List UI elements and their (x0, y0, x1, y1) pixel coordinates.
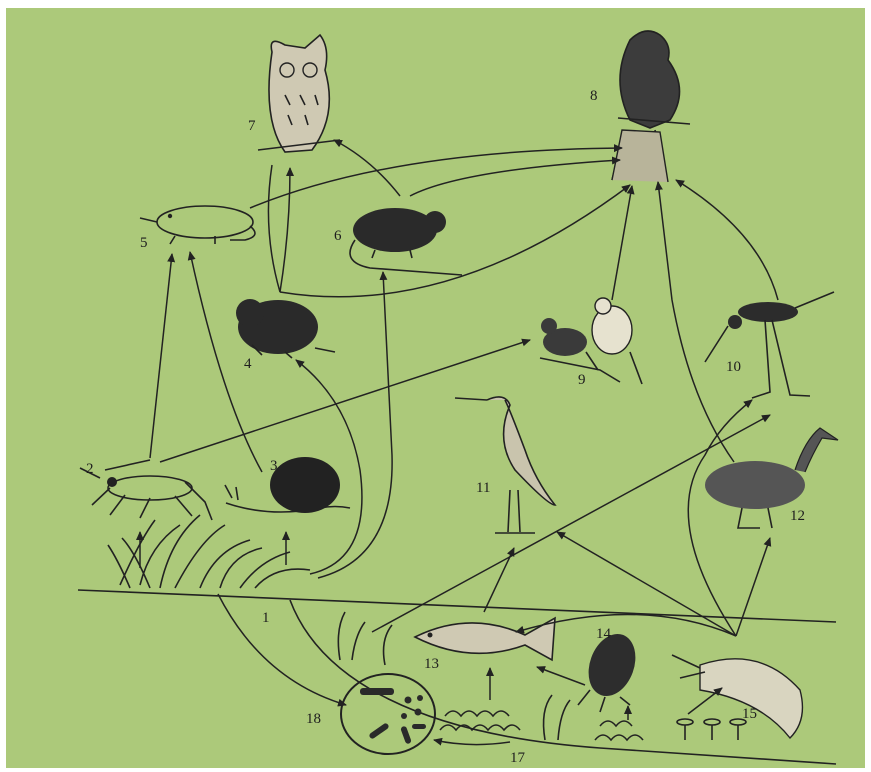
shrew-icon (140, 206, 255, 244)
arrow-12-to-8 (658, 182, 734, 462)
arrow-2-to-9 (160, 340, 530, 462)
label-15: 15 (742, 706, 757, 722)
label-2: 2 (86, 461, 94, 477)
snail-icon (225, 457, 350, 513)
label-8: 8 (590, 88, 598, 104)
label-7: 7 (248, 118, 256, 134)
ground-line (78, 590, 836, 622)
arrow-15-to-10 (688, 400, 752, 636)
label-6: 6 (334, 228, 342, 244)
food-web-arrows (140, 140, 778, 745)
stilt-icon (705, 292, 834, 398)
label-5: 5 (140, 235, 148, 251)
rat-icon (350, 208, 462, 275)
label-13: 13 (424, 656, 439, 672)
owl-icon (258, 35, 340, 152)
songbirds-icon (540, 298, 642, 384)
label-14: 14 (596, 626, 612, 642)
label-3: 3 (270, 458, 278, 474)
label-11: 11 (476, 480, 490, 496)
label-1: 1 (262, 610, 270, 626)
arrow-2-to-5 (150, 254, 172, 458)
arrow-9-to-8 (612, 186, 632, 300)
hawk-icon (612, 31, 690, 182)
arrow-17-to-15 (688, 688, 722, 714)
arrow-4-to-7 (268, 165, 290, 292)
arrow-6-to-8 (410, 160, 620, 196)
arrow-17-to-18 (434, 740, 510, 745)
arrow-5-to-8 (250, 148, 622, 208)
goose-icon (705, 428, 838, 528)
fish-icon (415, 618, 555, 660)
arrow-10-to-8 (676, 180, 778, 300)
arrow-14-to-13 (537, 667, 585, 685)
vole-icon (236, 299, 335, 358)
heron-icon (455, 397, 555, 533)
arrow-4-to-8 (280, 185, 630, 297)
grasshopper-icon (80, 460, 212, 520)
label-17: 17 (510, 750, 526, 766)
arrow-15-to-11 (557, 532, 736, 636)
grass-icon (108, 515, 310, 588)
arrow-15-to-12 (736, 538, 770, 636)
label-9: 9 (578, 372, 586, 388)
label-12: 12 (790, 508, 805, 524)
arrow-13-to-10 (372, 415, 770, 632)
bacteria-icon (341, 674, 435, 754)
arrow-1-to-6 (318, 272, 392, 578)
arrow-1-to-18 (218, 594, 346, 705)
label-10: 10 (726, 359, 741, 375)
label-4: 4 (244, 356, 252, 372)
label-18: 18 (306, 711, 321, 727)
